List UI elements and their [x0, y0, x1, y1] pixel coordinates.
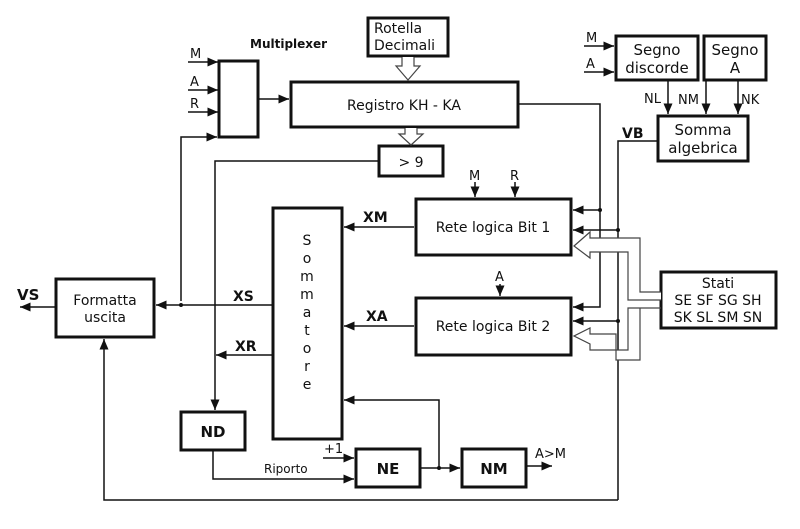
formatta-box: [54, 277, 156, 339]
nd-box: [179, 410, 247, 452]
vb-signal: VB: [622, 126, 644, 142]
rete2-label: Rete logica Bit 2: [436, 319, 551, 335]
svg-text:m: m: [300, 287, 314, 303]
rotella-line1: Rotella: [374, 21, 422, 37]
rete2-box: [414, 296, 573, 357]
somma-line2: algebrica: [668, 139, 737, 157]
svg-text:t: t: [304, 323, 310, 339]
multiplexer-box: [217, 59, 260, 139]
svg-text:m: m: [300, 269, 314, 285]
xa-signal: XA: [366, 309, 388, 325]
segno-discorde-line2: discorde: [625, 59, 689, 77]
xm-signal: XM: [363, 210, 388, 226]
ne-label: NE: [377, 460, 400, 478]
svg-text:r: r: [304, 359, 310, 375]
mux-r-signal: R: [190, 97, 199, 112]
nk-signal: NK: [741, 93, 760, 108]
segno-m-signal: M: [586, 31, 597, 46]
stati-box: [659, 270, 778, 330]
segno-a-line1: Segno: [712, 41, 759, 59]
segno-discorde-box: [614, 34, 700, 82]
segno-a-box: [702, 34, 768, 82]
nm-label: NM: [480, 460, 507, 478]
stati-row2: SK SL SM SN: [674, 310, 762, 326]
nm-signal: NM: [678, 93, 699, 108]
segno-a-line2: A: [730, 59, 741, 77]
rotella-line2: Decimali: [374, 38, 435, 54]
rete1-m-signal: M: [469, 169, 480, 184]
nd-label: ND: [200, 423, 225, 441]
gt9-label: > 9: [398, 155, 423, 171]
stati-title: Stati: [702, 276, 734, 292]
gt9-box: [377, 144, 445, 178]
vs-signal: VS: [17, 286, 39, 304]
nm-box: [460, 447, 528, 489]
mux-m-signal: M: [190, 47, 201, 62]
rotella-box: [366, 16, 450, 58]
stati-row1: SE SF SG SH: [674, 293, 761, 309]
svg-text:o: o: [303, 341, 312, 357]
svg-text:e: e: [303, 377, 312, 393]
segno-discorde-line1: Segno: [634, 41, 681, 59]
nl-signal: NL: [644, 92, 662, 107]
riporto-signal: Riporto: [264, 462, 308, 476]
rete2-a-signal: A: [495, 270, 504, 285]
rete1-box: [414, 197, 573, 257]
registro-label: Registro KH - KA: [347, 98, 461, 114]
formatta-line1: Formatta: [73, 293, 136, 309]
a-gt-m-signal: A>M: [535, 447, 566, 462]
xs-signal: XS: [233, 289, 254, 305]
formatta-line2: uscita: [84, 310, 126, 326]
somma-box: [656, 114, 750, 163]
somma-line1: Somma: [674, 121, 731, 139]
rete1-r-signal: R: [510, 169, 519, 184]
sommatore-label: S o m m a t o r e: [300, 233, 314, 393]
rete1-label: Rete logica Bit 1: [436, 220, 551, 236]
svg-text:S: S: [303, 233, 312, 249]
svg-text:o: o: [303, 251, 312, 267]
ne-box: [354, 447, 422, 489]
segno-a-signal: A: [586, 57, 595, 72]
registro-box: [289, 80, 520, 129]
mux-a-signal: A: [190, 75, 199, 90]
xr-signal: XR: [235, 339, 257, 355]
multiplexer-label: Multiplexer: [250, 37, 327, 51]
svg-text:a: a: [303, 305, 312, 321]
plus1-signal: +1: [324, 442, 343, 457]
sommatore-box: [271, 206, 344, 441]
